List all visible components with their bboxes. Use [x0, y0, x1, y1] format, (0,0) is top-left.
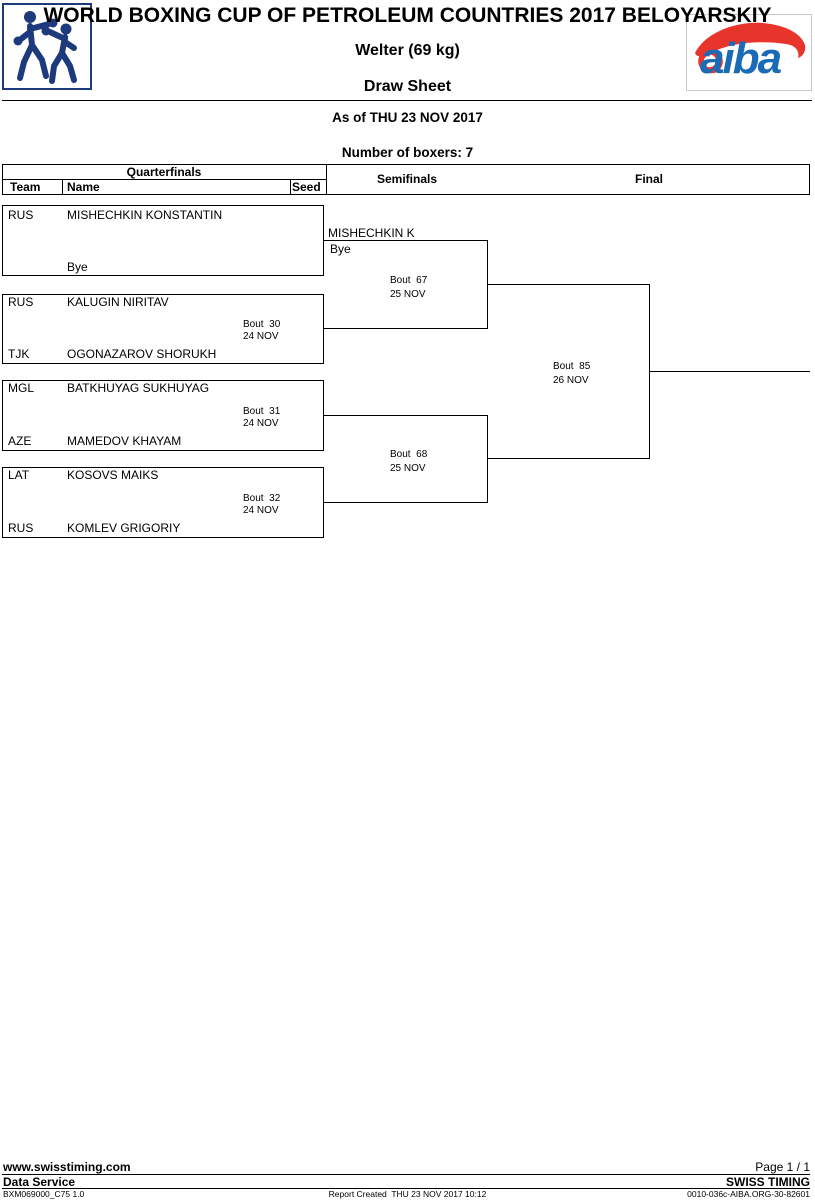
sf1-winner-line: [488, 284, 650, 285]
qf3-bottom-team: AZE: [8, 434, 32, 448]
qf3-winner-line: [324, 415, 488, 416]
qf2-winner-line: [324, 328, 488, 329]
footer-rule-1: [2, 1174, 810, 1175]
qf-sf-divider: [326, 164, 327, 195]
qf-pair4-box: [2, 467, 324, 538]
qf4-winner-line: [324, 502, 488, 503]
qf3-top-team: MGL: [8, 381, 35, 395]
as-of-date: As of THU 23 NOV 2017: [332, 110, 483, 125]
final-bracket-line: [649, 284, 650, 459]
qf-pair2-box: [2, 294, 324, 364]
qf2-bout-number: Bout 30: [243, 319, 281, 330]
sf2-bout-number: Bout 68: [390, 449, 428, 460]
qf4-bout-date: 24 NOV: [243, 505, 279, 516]
qf4-top-team: LAT: [8, 468, 30, 482]
column-quarterfinals: Quarterfinals: [126, 165, 202, 179]
name-seed-divider: [290, 180, 291, 195]
footer-report-code: BXM069000_C75 1.0: [3, 1189, 85, 1199]
final-bout-date: 26 NOV: [553, 375, 589, 386]
column-semifinals: Semifinals: [376, 172, 438, 186]
footer-service: Data Service: [3, 1175, 76, 1189]
qf3-bout-number: Bout 31: [243, 406, 281, 417]
column-team: Team: [10, 180, 41, 194]
qf4-bottom-team: RUS: [8, 521, 34, 535]
sf1-bout-number: Bout 67: [390, 275, 428, 286]
qf3-bottom-name: MAMEDOV KHAYAM: [67, 434, 182, 448]
sf1-bracket-line: [487, 240, 488, 329]
qf4-bout-number: Bout 32: [243, 493, 281, 504]
qf2-bottom-name: OGONAZAROV SHORUKH: [67, 347, 217, 361]
footer-rule-2: [2, 1188, 810, 1189]
footer-page-number: Page 1 / 1: [755, 1160, 810, 1174]
qf2-top-name: KALUGIN NIRITAV: [67, 295, 169, 309]
qf2-bout-date: 24 NOV: [243, 331, 279, 342]
team-name-divider: [62, 180, 63, 195]
final-winner-line: [650, 371, 810, 372]
boxers-count: Number of boxers: 7: [341, 145, 474, 160]
aiba-logo: aiba: [686, 14, 812, 91]
qf-pair1-box: [2, 205, 324, 276]
sf2-bracket-line: [487, 415, 488, 503]
sf2-bout-date: 25 NOV: [390, 463, 426, 474]
sf2-winner-line: [488, 458, 650, 459]
boxers-silhouette-icon: [13, 11, 77, 84]
aiba-swoosh-icon: [695, 22, 806, 74]
qf1-top-name: MISHECHKIN KONSTANTIN: [67, 208, 223, 222]
boxing-pictogram-icon: [2, 3, 92, 90]
qf3-top-name: BATKHUYAG SUKHUYAG: [67, 381, 210, 395]
column-name: Name: [67, 180, 100, 194]
qf2-bottom-team: TJK: [8, 347, 30, 361]
column-final: Final: [634, 172, 663, 186]
sf1-advancer-note: Bye: [330, 242, 351, 256]
footer-company: SWISS TIMING: [726, 1175, 810, 1189]
doc-type-title: Draw Sheet: [363, 78, 452, 95]
page-title: WORLD BOXING CUP OF PETROLEUM COUNTRIES …: [43, 4, 772, 27]
weight-class-title: Welter (69 kg): [355, 42, 460, 59]
header-divider: [2, 100, 812, 101]
qf1-top-team: RUS: [8, 208, 34, 222]
qf1-bottom-name: Bye: [67, 260, 88, 274]
qf3-bout-date: 24 NOV: [243, 418, 279, 429]
qf-header-divider: [2, 179, 326, 180]
final-bout-number: Bout 85: [553, 361, 591, 372]
footer-doc-code: 0010-036c-AIBA.ORG-30-82601: [687, 1189, 810, 1199]
column-seed: Seed: [292, 180, 321, 194]
qf4-top-name: KOSOVS MAIKS: [67, 468, 159, 482]
qf1-winner-line: [324, 240, 488, 241]
sf1-advancer-name: MISHECHKIN K: [328, 226, 415, 240]
footer-report-created: Report Created THU 23 NOV 2017 10:12: [328, 1189, 487, 1199]
qf2-top-team: RUS: [8, 295, 34, 309]
aiba-wordmark: aiba: [700, 34, 782, 83]
sf1-bout-date: 25 NOV: [390, 289, 426, 300]
qf4-bottom-name: KOMLEV GRIGORIY: [67, 521, 181, 535]
footer-website: www.swisstiming.com: [3, 1160, 131, 1174]
qf-pair3-box: [2, 380, 324, 451]
